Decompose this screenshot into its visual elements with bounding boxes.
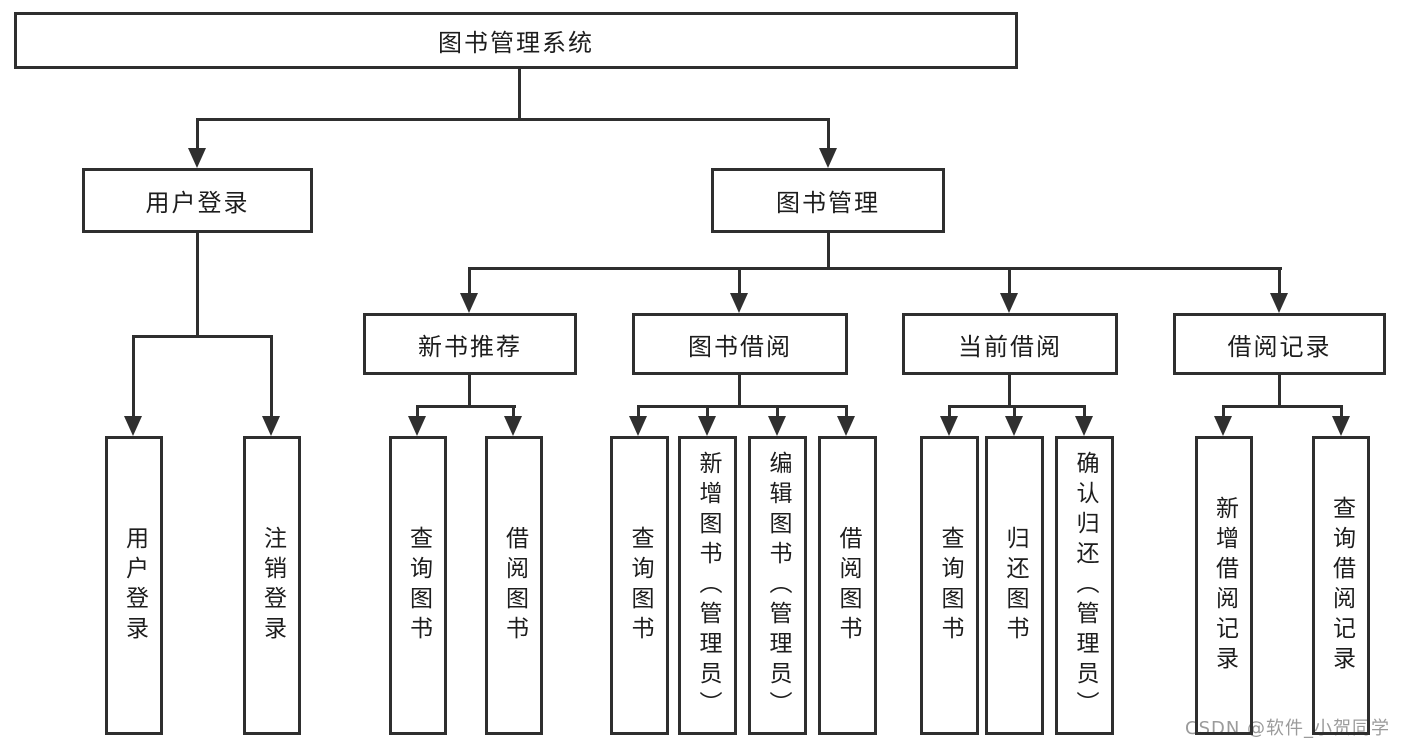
arrow-down-icon [188,148,206,168]
arrow-down-icon [1005,416,1023,436]
node-root: 图书管理系统 [14,12,1018,69]
arrow-down-icon [1270,293,1288,313]
leaf-query-books-current: 查询图书 [920,436,979,735]
connector-line [845,405,848,419]
arrow-down-icon [124,416,142,436]
leaf-query-borrow-record: 查询借阅记录 [1312,436,1370,735]
node-label: 新增图书（管理员） [695,450,721,721]
node-label: 图书管理 [776,189,880,217]
arrow-down-icon [730,293,748,313]
arrow-down-icon [1332,416,1350,436]
connector-line [738,267,741,297]
arrow-down-icon [1075,416,1093,436]
connector-line [1008,375,1011,408]
node-label: 当前借阅 [958,332,1062,361]
connector-line [1008,267,1011,297]
connector-line [196,118,830,121]
leaf-logout: 注销登录 [243,436,301,735]
node-label: 借阅图书 [835,525,861,646]
leaf-add-books-admin: 新增图书（管理员） [678,436,737,735]
connector-line [1278,267,1281,297]
leaf-user-login: 用户登录 [105,436,163,735]
arrow-down-icon [460,293,478,313]
leaf-edit-books-admin: 编辑图书（管理员） [748,436,807,735]
node-user-login: 用户登录 [82,168,313,233]
arrow-down-icon [1214,416,1232,436]
connector-line [1013,405,1016,419]
connector-line [637,405,848,408]
connector-line [468,375,471,408]
connector-line [1278,375,1281,408]
node-label: 借阅图书 [501,525,528,646]
connector-line [827,232,830,270]
node-label: 用户登录 [145,189,250,217]
arrow-down-icon [940,416,958,436]
connector-line [637,405,640,419]
arrow-down-icon [837,416,855,436]
leaf-borrow-books-recommend: 借阅图书 [485,436,543,735]
connector-line [518,69,521,120]
node-label: 查询图书 [405,525,432,646]
node-label: 查询图书 [627,525,653,646]
arrow-down-icon [819,148,837,168]
node-book-management: 图书管理 [711,168,945,233]
connector-line [468,267,1282,270]
connector-line [1222,405,1225,419]
connector-line [706,405,709,419]
arrow-down-icon [504,416,522,436]
node-label: 图书借阅 [688,332,792,361]
node-new-book-recommend: 新书推荐 [363,313,577,375]
connector-line [196,232,199,338]
leaf-return-books: 归还图书 [985,436,1044,735]
connector-line [132,335,273,338]
connector-line [738,375,741,408]
connector-line [270,335,273,417]
node-label: 编辑图书（管理员） [765,450,791,721]
node-label: 借阅记录 [1227,332,1332,361]
leaf-query-books-borrow: 查询图书 [610,436,669,735]
arrow-down-icon [262,416,280,436]
node-book-borrow: 图书借阅 [632,313,848,375]
arrow-down-icon [408,416,426,436]
node-label: 新书推荐 [418,332,522,361]
connector-line [1340,405,1343,419]
arrow-down-icon [629,416,647,436]
leaf-query-books-recommend: 查询图书 [389,436,447,735]
arrow-down-icon [1000,293,1018,313]
node-label: 用户登录 [121,525,148,646]
node-label: 新增借阅记录 [1211,495,1238,676]
connector-line [827,118,830,150]
node-label: 归还图书 [1002,525,1028,646]
connector-line [416,405,516,408]
arrow-down-icon [698,416,716,436]
node-borrow-records: 借阅记录 [1173,313,1386,375]
leaf-add-borrow-record: 新增借阅记录 [1195,436,1253,735]
leaf-borrow-books: 借阅图书 [818,436,877,735]
node-label: 确认归还（管理员） [1072,450,1098,721]
connector-line [468,267,471,297]
connector-line [196,118,199,150]
connector-line [948,405,951,419]
connector-line [1222,405,1343,408]
connector-line [1083,405,1086,419]
connector-line [948,405,1086,408]
node-label: 图书管理系统 [438,29,594,57]
connector-line [416,405,419,419]
connector-line [776,405,779,419]
connector-line [512,405,515,419]
node-label: 查询借阅记录 [1328,495,1355,676]
node-label: 查询图书 [937,525,963,646]
leaf-confirm-return-admin: 确认归还（管理员） [1055,436,1114,735]
node-label: 注销登录 [259,525,286,646]
node-current-borrow: 当前借阅 [902,313,1118,375]
arrow-down-icon [768,416,786,436]
connector-line [132,335,135,417]
